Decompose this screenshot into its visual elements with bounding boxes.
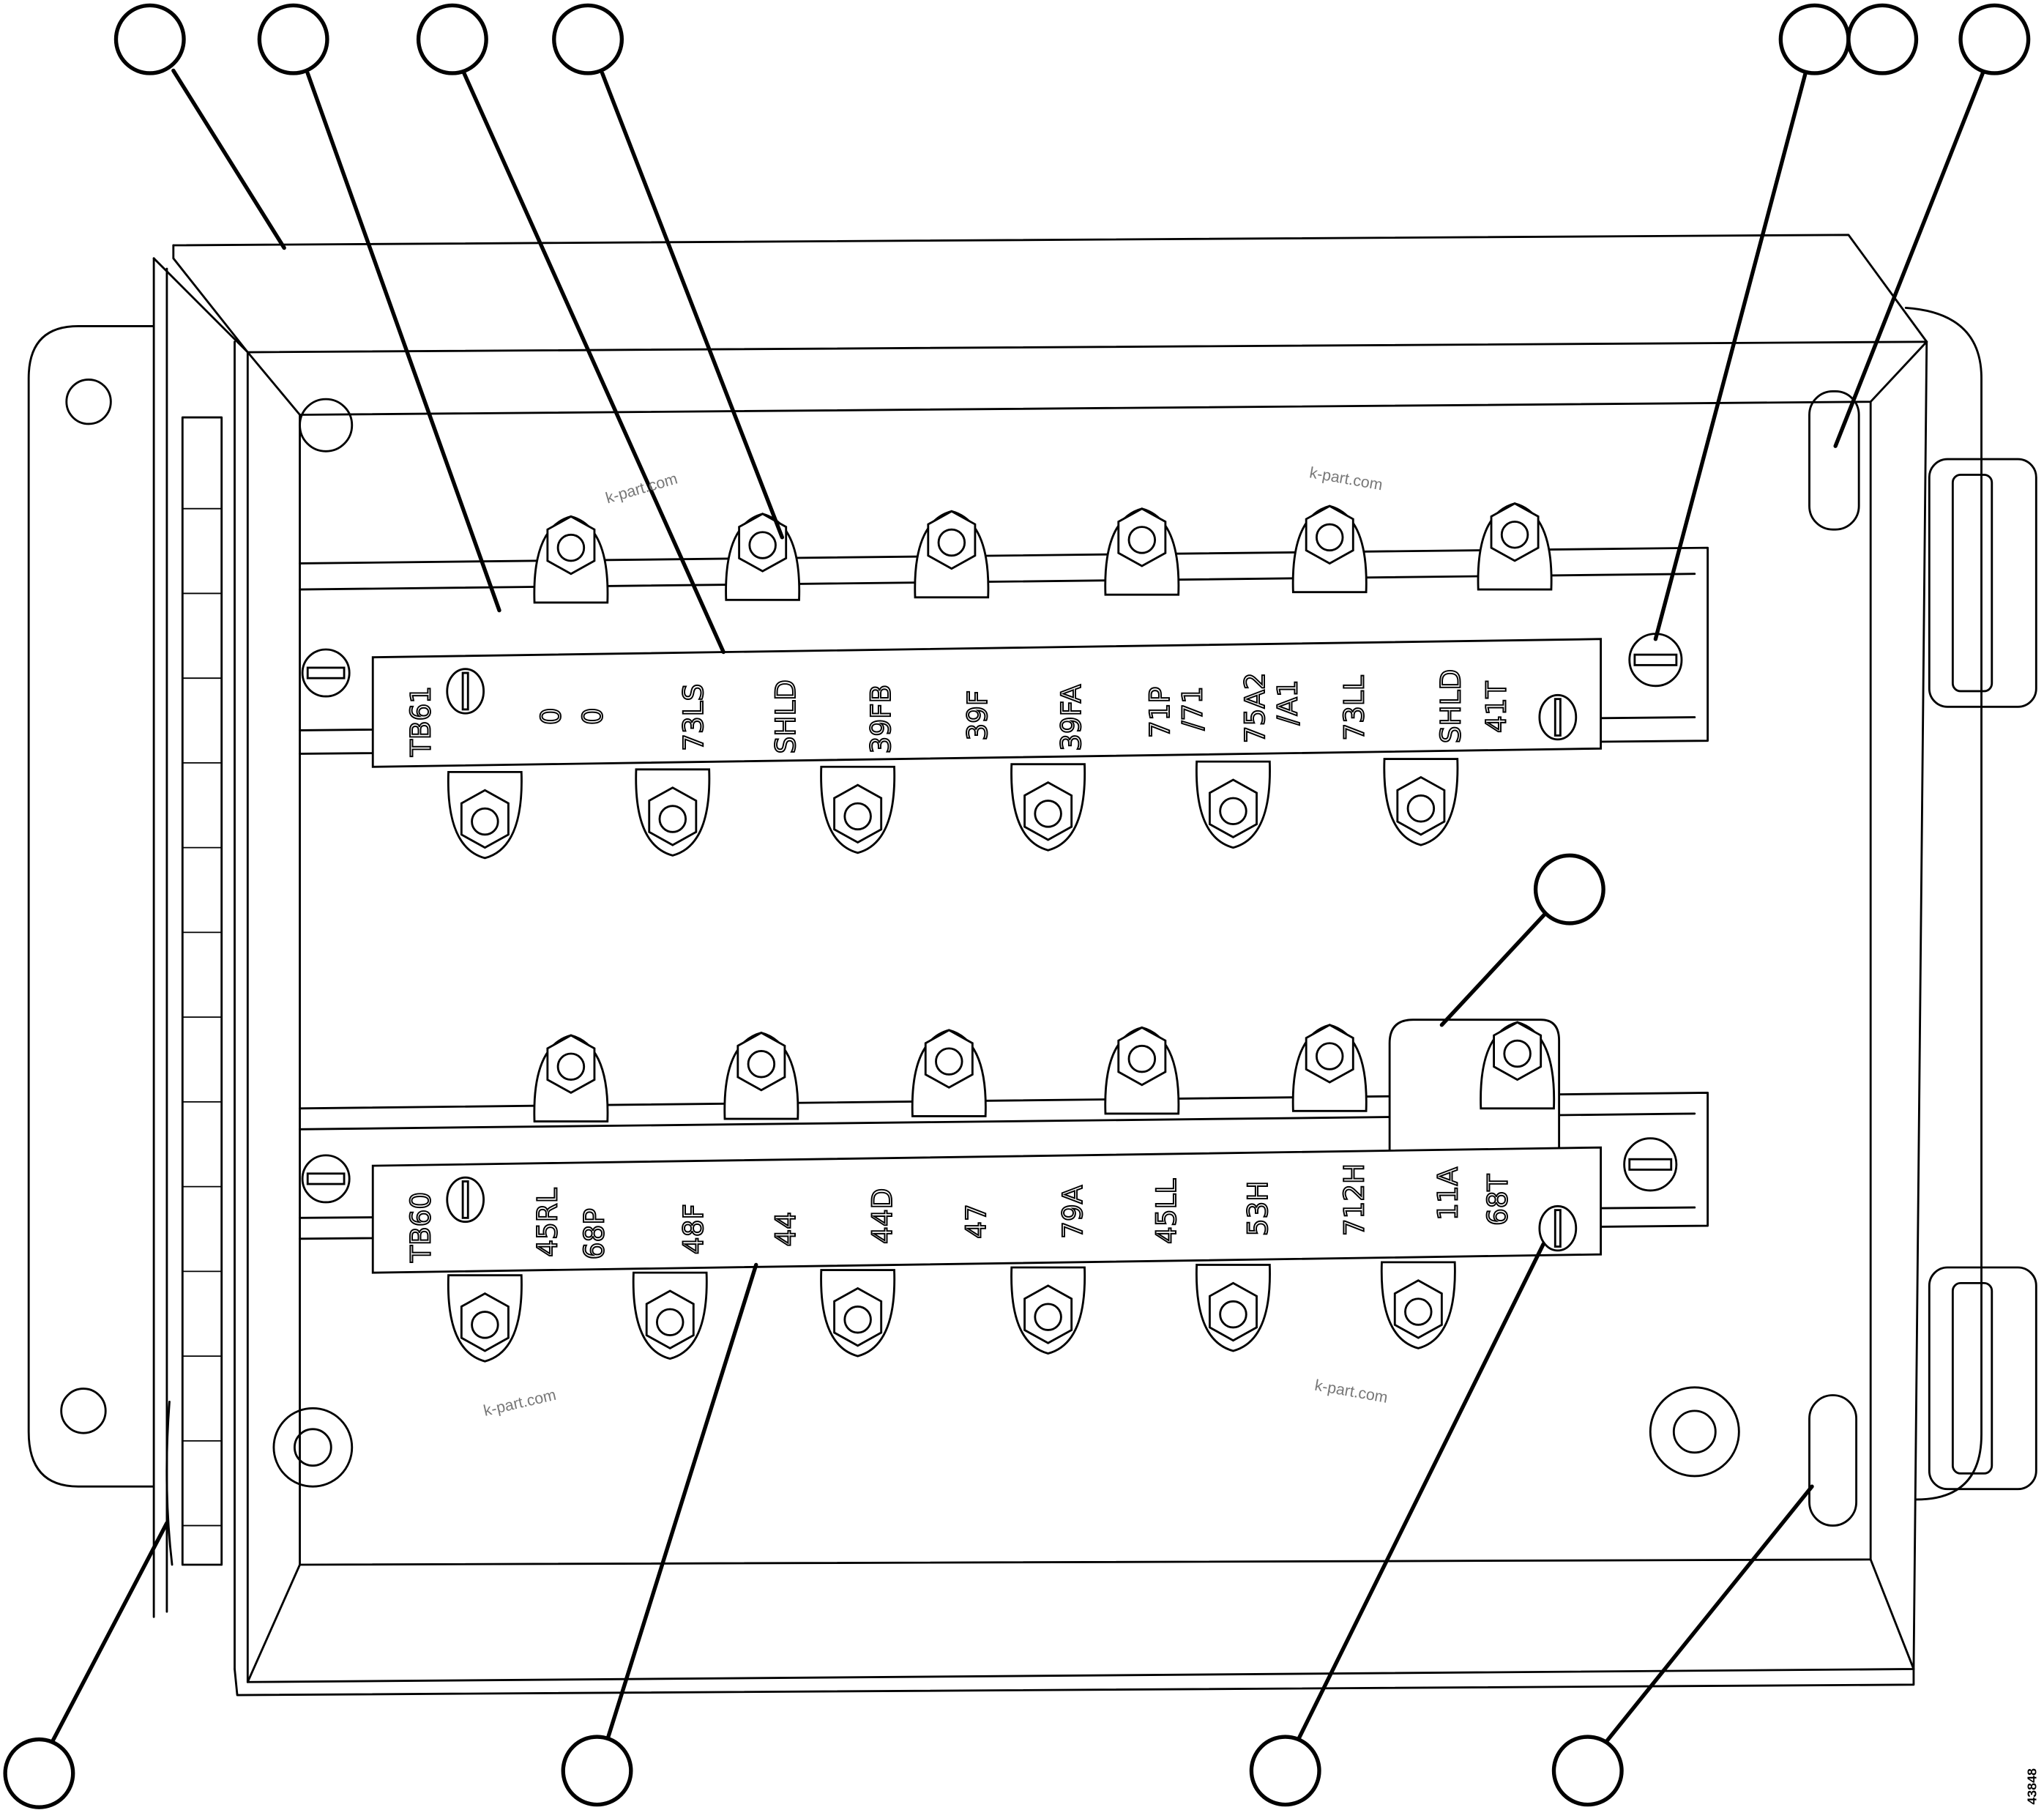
leader-lines — [50, 68, 1985, 1744]
latch-upper — [1928, 458, 2037, 708]
callout-tb60-marker-strip[interactable] — [561, 1735, 633, 1807]
tb61-terminal-7b: /71 — [1176, 686, 1209, 730]
tb60-upper-studs — [533, 1021, 1556, 1123]
tb61-marker-strip: TB61 0 0 73LS SHLD 39FB 39F 39FA 71P /71… — [371, 638, 1603, 768]
tb61-terminal-10b: 41T — [1480, 681, 1513, 733]
tb61-tag: TB61 — [405, 686, 437, 757]
callout-tb61-mounting-rail[interactable] — [257, 3, 329, 75]
figure-number: 43848 — [2024, 1768, 2039, 1805]
callouts — [3, 3, 2031, 1809]
watermark-2: k-part.com — [1308, 463, 1384, 494]
callout-gasket[interactable] — [1551, 1735, 1624, 1807]
watermark-4: k-part.com — [1313, 1377, 1390, 1407]
tb61-terminal-4: 39FB — [865, 685, 897, 754]
callout-hinge[interactable] — [3, 1737, 75, 1809]
tb61-terminal-3: SHLD — [769, 679, 802, 753]
tb61-terminal-9: 73LL — [1338, 675, 1370, 740]
callout-tb61-terminal-screw[interactable] — [552, 3, 624, 75]
tb61-terminal-10a: SHLD — [1434, 669, 1466, 743]
tb61-terminal-8a: 75A2 — [1239, 672, 1271, 743]
callout-top-right-a[interactable] — [1846, 3, 1919, 75]
tb60-terminal-3: 44 — [769, 1212, 802, 1247]
tb60-terminal-8: 53H — [1242, 1181, 1274, 1237]
tb60-terminal-9: 712H — [1338, 1163, 1370, 1236]
hinge — [165, 416, 223, 1566]
tb61-upper-studs — [533, 502, 1553, 604]
tb60-terminal-4: 44D — [866, 1188, 898, 1244]
tb61-terminal-5: 39F — [961, 690, 993, 741]
tb60-terminal-10b: 68T — [1481, 1174, 1513, 1226]
tb60-marker-strip: TB60 45RL 68P 48F 44 44D 47 79A 45LL 53H… — [371, 1146, 1603, 1274]
callout-rail-end-screw[interactable] — [1778, 3, 1851, 75]
watermark-1: k-part.com — [604, 469, 680, 507]
tb61-terminal-6: 39FA — [1055, 684, 1087, 751]
terminal-strip-tb60: TB60 45RL 68P 48F 44 44D 47 79A 45LL 53H… — [299, 1018, 1709, 1363]
enclosure — [27, 234, 2037, 1697]
tb61-terminal-1b: 0 — [577, 707, 609, 725]
tb60-tag: TB60 — [405, 1192, 437, 1263]
tb60-terminal-10a: 11A — [1432, 1166, 1464, 1221]
tb60-terminal-6: 79A — [1056, 1185, 1089, 1239]
tb61-lower-studs — [447, 758, 1459, 860]
tb60-terminal-5: 47 — [960, 1204, 992, 1239]
tb61-terminal-8b: /A1 — [1272, 679, 1304, 725]
tb60-terminal-2: 48F — [677, 1204, 709, 1254]
callout-jumper-bracket[interactable] — [1533, 853, 1605, 926]
tb61-terminal-7a: 71P — [1144, 687, 1176, 738]
latch-lower — [1928, 1266, 2037, 1491]
tb60-terminal-1b: 68P — [578, 1208, 610, 1259]
tb61-terminal-2: 73LS — [677, 684, 709, 751]
tb61-terminal-1a: 0 — [535, 707, 567, 725]
callout-enclosure[interactable] — [113, 3, 186, 75]
tb60-lower-studs — [447, 1261, 1456, 1363]
callout-tb60-strip-screw[interactable] — [1249, 1735, 1321, 1807]
tb60-terminal-7: 45LL — [1150, 1179, 1182, 1244]
callout-door-seal[interactable] — [1958, 3, 2031, 75]
watermark-3: k-part.com — [482, 1386, 558, 1420]
tb60-terminal-1a: 45RL — [531, 1188, 563, 1257]
callout-tb61-marker-strip[interactable] — [416, 3, 488, 75]
terminal-strip-tb61: TB61 0 0 73LS SHLD 39FB 39F 39FA 71P /71… — [299, 502, 1709, 860]
